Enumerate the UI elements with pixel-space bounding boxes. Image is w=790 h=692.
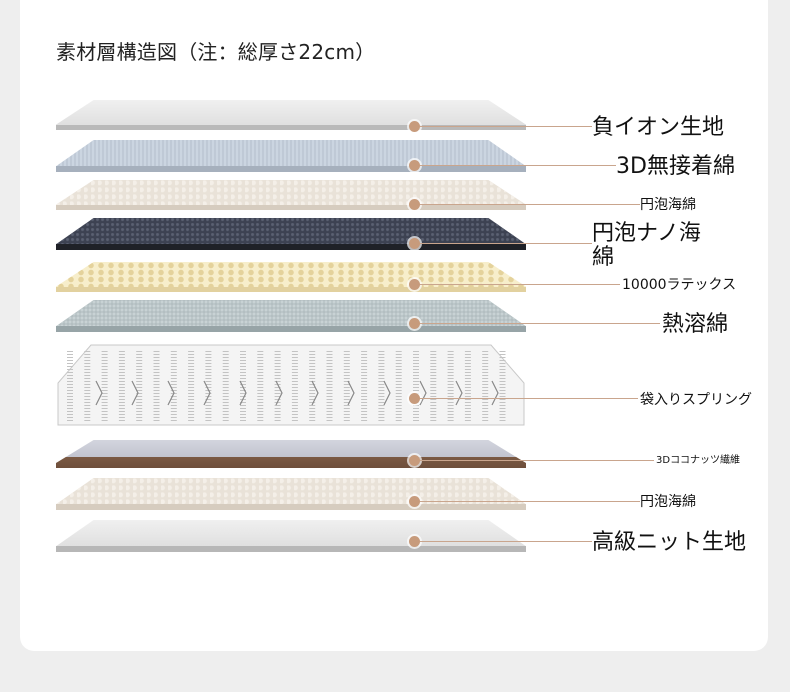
layer-marker-dot <box>409 496 420 507</box>
layer-3d-mesh <box>56 140 526 172</box>
leader-line <box>420 541 592 542</box>
label-pocket-springs: 袋入りスプリング <box>640 392 752 408</box>
spring-pocket-fold <box>239 380 247 406</box>
label-coconut-fiber: 3Dココナッツ繊維 <box>656 455 741 466</box>
layer-negative-ion-fabric <box>56 100 526 130</box>
leader-line <box>420 243 592 244</box>
spring-pocket-fold <box>455 380 463 406</box>
label-thermal-fiber: 熱溶綿 <box>662 312 729 337</box>
layer-edge <box>56 244 526 250</box>
leader-line <box>420 204 640 205</box>
layer-marker-dot <box>409 536 420 547</box>
layer-edge <box>56 166 526 172</box>
layer-edge <box>56 204 526 210</box>
leader-line <box>420 398 638 399</box>
layer-marker-dot <box>409 199 420 210</box>
leader-line <box>420 501 640 502</box>
spring-pocket-fold <box>383 380 391 406</box>
spring-pocket-fold <box>491 380 499 406</box>
spring-pocket-fold <box>419 380 427 406</box>
spring-pocket-fold <box>95 380 103 406</box>
layer-marker-dot <box>409 455 420 466</box>
layer-edge <box>56 546 526 552</box>
spring-pocket-fold <box>131 380 139 406</box>
layer-marker-dot <box>409 318 420 329</box>
layer-latex <box>56 262 526 292</box>
layer-knit-fabric <box>56 520 526 552</box>
layer-edge <box>56 124 526 130</box>
spring-pocket-fold <box>167 380 175 406</box>
spring-pocket-fold <box>275 380 283 406</box>
label-nano-foam: 円泡ナノ海綿 <box>592 221 701 271</box>
layer-marker-dot <box>409 238 420 249</box>
layer-edge <box>56 326 526 332</box>
leader-line <box>420 284 620 285</box>
layer-foam-sponge <box>56 180 526 210</box>
layer-edge <box>56 286 526 292</box>
layer-edge <box>56 504 526 510</box>
layer-nano-foam <box>56 218 526 250</box>
spring-pocket-fold <box>347 380 355 406</box>
layer-foam-sponge-2 <box>56 478 526 510</box>
spring-pocket-fold <box>203 380 211 406</box>
spring-illustration <box>57 344 525 426</box>
label-latex: 10000ラテックス <box>622 277 737 293</box>
layer-pocket-springs <box>56 343 526 429</box>
layer-slab <box>56 440 526 468</box>
label-negative-ion-fabric: 負イオン生地 <box>592 115 725 140</box>
layer-marker-dot <box>409 279 420 290</box>
leader-line <box>420 460 654 461</box>
label-knit-fabric: 高級ニット生地 <box>592 530 747 555</box>
label-foam-sponge-2: 円泡海綿 <box>640 494 696 510</box>
leader-line <box>420 323 660 324</box>
layer-marker-dot <box>409 393 420 404</box>
page-title: 素材層構造図（注：総厚さ22cm） <box>56 40 376 64</box>
layer-coconut-fiber <box>56 440 526 468</box>
leader-line <box>420 126 592 127</box>
spring-pocket-fold <box>311 380 319 406</box>
layer-marker-dot <box>409 160 420 171</box>
layer-marker-dot <box>409 121 420 132</box>
layer-thermal-fiber <box>56 300 526 332</box>
label-foam-sponge: 円泡海綿 <box>640 197 696 213</box>
leader-line <box>420 165 616 166</box>
label-3d-mesh: 3D無接着綿 <box>616 154 735 179</box>
